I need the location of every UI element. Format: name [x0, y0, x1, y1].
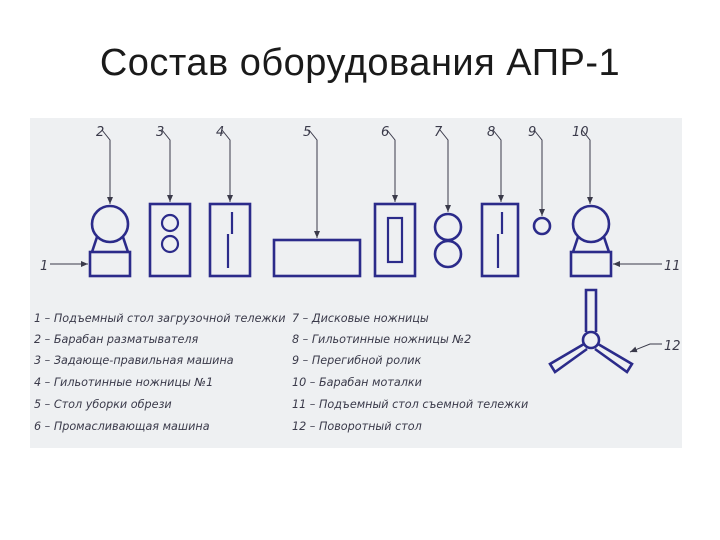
legend-item-9: 9 – Перегибной ролик [292, 354, 422, 367]
label-8: 8 [487, 125, 495, 140]
label-4: 4 [216, 125, 224, 140]
equipment-diagram-panel: 2 3 4 5 6 7 8 9 10 1 11 12 1 – Подъемный… [30, 118, 682, 448]
label-10: 10 [572, 125, 589, 140]
slide-title: Состав оборудования АПР-1 [99, 42, 621, 84]
deflector-roll-9 [532, 216, 552, 236]
uncoiler-drum-2 [90, 204, 130, 253]
legend-item-11: 11 – Подъемный стол съемной тележки [292, 398, 528, 411]
label-9: 9 [528, 125, 536, 140]
label-7: 7 [434, 125, 443, 140]
oiling-machine-6 [373, 202, 417, 278]
removal-lift-table-11 [569, 250, 613, 278]
legend-item-10: 10 – Барабан моталки [292, 376, 422, 389]
recoiler-drum-10 [571, 204, 611, 253]
label-1: 1 [40, 259, 48, 274]
turntable-12 [548, 288, 634, 374]
label-2: 2 [96, 125, 104, 140]
legend-item-1: 1 – Подъемный стол загрузочной тележки [34, 312, 286, 325]
legend-item-3: 3 – Задающе-правильная машина [34, 354, 234, 367]
leader-lines [50, 129, 662, 353]
loading-lift-table-1 [88, 250, 132, 278]
legend-item-5: 5 – Стол уборки обрези [34, 398, 172, 411]
equipment-diagram: 2 3 4 5 6 7 8 9 10 1 11 12 1 – Подъемный… [34, 125, 681, 433]
label-6: 6 [381, 125, 389, 140]
label-11: 11 [664, 259, 681, 274]
legend-item-8: 8 – Гильотинные ножницы №2 [292, 333, 471, 346]
legend-item-12: 12 – Поворотный стол [292, 420, 422, 433]
legend-item-4: 4 – Гильотинные ножницы №1 [34, 376, 213, 389]
scrap-table-5 [272, 238, 362, 278]
label-5: 5 [303, 125, 311, 140]
legend-item-2: 2 – Барабан разматывателя [34, 333, 198, 346]
disc-shears-7 [433, 212, 463, 269]
leveling-machine-3 [148, 202, 192, 278]
label-12: 12 [664, 339, 681, 354]
guillotine-shears-1-4 [208, 202, 252, 278]
guillotine-shears-2-8 [480, 202, 520, 278]
legend: 1 – Подъемный стол загрузочной тележки 2… [34, 312, 528, 433]
legend-item-6: 6 – Промасливающая машина [34, 420, 210, 433]
legend-item-7: 7 – Дисковые ножницы [292, 312, 429, 325]
label-3: 3 [156, 125, 164, 140]
